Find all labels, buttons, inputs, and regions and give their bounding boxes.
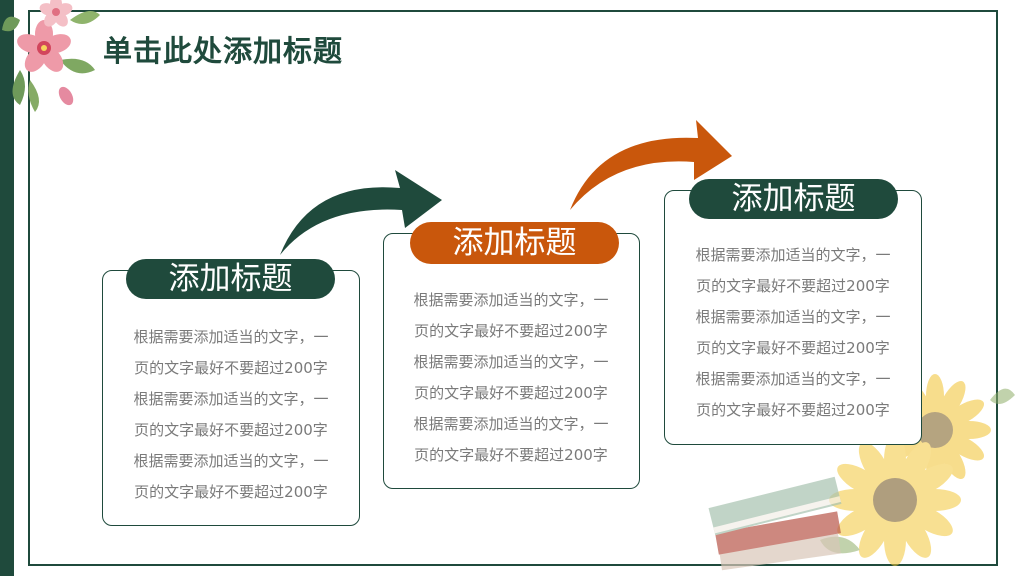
arrow-curved-icon: [570, 120, 732, 210]
card-text-line: 根据需要添加适当的文字，一: [133, 328, 329, 346]
sunflower-icon: [810, 374, 1015, 566]
card-text-line: 根据需要添加适当的文字，一: [413, 291, 609, 309]
card-1-text[interactable]: 根据需要添加适当的文字，一 页的文字最好不要超过200字 根据需要添加适当的文字…: [106, 322, 356, 508]
card-3-text[interactable]: 根据需要添加适当的文字，一 页的文字最好不要超过200字 根据需要添加适当的文字…: [668, 240, 918, 426]
left-accent-bar: [0, 0, 14, 576]
card-text-line: 根据需要添加适当的文字，一: [695, 308, 891, 326]
card-text-line: 根据需要添加适当的文字，一: [133, 390, 329, 408]
card-text-line: 根据需要添加适当的文字，一: [133, 452, 329, 470]
card-2-text[interactable]: 根据需要添加适当的文字，一 页的文字最好不要超过200字 根据需要添加适当的文字…: [386, 285, 636, 471]
page-title[interactable]: 单击此处添加标题: [103, 34, 344, 68]
card-2-heading[interactable]: 添加标题: [410, 222, 619, 264]
card-text-line: 页的文字最好不要超过200字: [134, 359, 328, 377]
card-text-line: 根据需要添加适当的文字，一: [695, 246, 891, 264]
card-text-line: 页的文字最好不要超过200字: [414, 446, 608, 464]
card-text-line: 页的文字最好不要超过200字: [414, 322, 608, 340]
book-stack-icon: [708, 476, 842, 571]
card-2: [383, 233, 640, 489]
card-text-line: 页的文字最好不要超过200字: [414, 384, 608, 402]
card-text-line: 页的文字最好不要超过200字: [134, 483, 328, 501]
card-text-line: 页的文字最好不要超过200字: [134, 421, 328, 439]
card-1-heading[interactable]: 添加标题: [126, 259, 335, 299]
card-text-line: 页的文字最好不要超过200字: [696, 339, 890, 357]
card-text-line: 根据需要添加适当的文字，一: [413, 415, 609, 433]
card-3: [664, 190, 922, 445]
card-text-line: 根据需要添加适当的文字，一: [695, 370, 891, 388]
card-1: [102, 270, 360, 526]
flower-bouquet-icon: [2, 0, 100, 112]
card-text-line: 页的文字最好不要超过200字: [696, 401, 890, 419]
slide-frame: [28, 10, 998, 566]
arrow-curved-icon: [280, 170, 442, 255]
card-text-line: 根据需要添加适当的文字，一: [413, 353, 609, 371]
card-3-heading[interactable]: 添加标题: [689, 179, 898, 219]
card-text-line: 页的文字最好不要超过200字: [696, 277, 890, 295]
